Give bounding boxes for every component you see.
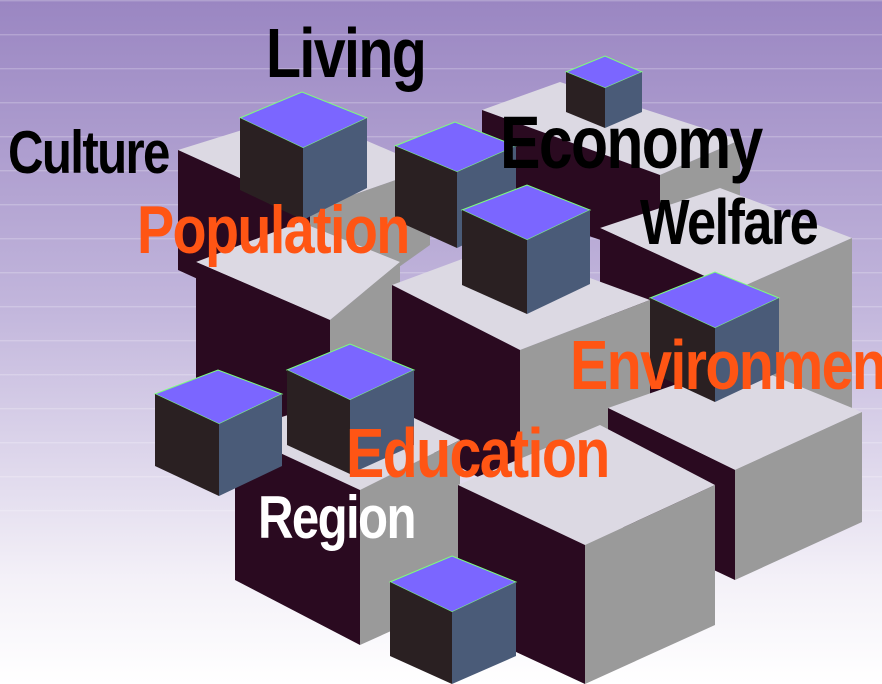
label-environment: Environment [570, 326, 882, 404]
label-population: Population [137, 192, 410, 268]
label-region: Region [258, 484, 417, 551]
label-education: Education [346, 414, 610, 492]
label-economy: Economy [500, 101, 763, 184]
label-welfare: Welfare [640, 186, 819, 258]
label-living: Living [266, 14, 427, 92]
label-culture: Culture [8, 119, 170, 186]
cube-lower-left [153, 369, 284, 496]
cube-upper-left [238, 91, 369, 220]
cube-lower-middle [285, 343, 416, 474]
cube-top-right [564, 55, 644, 128]
cube-bottom [388, 555, 518, 684]
cube-right [648, 271, 781, 402]
cube-center [460, 184, 592, 314]
